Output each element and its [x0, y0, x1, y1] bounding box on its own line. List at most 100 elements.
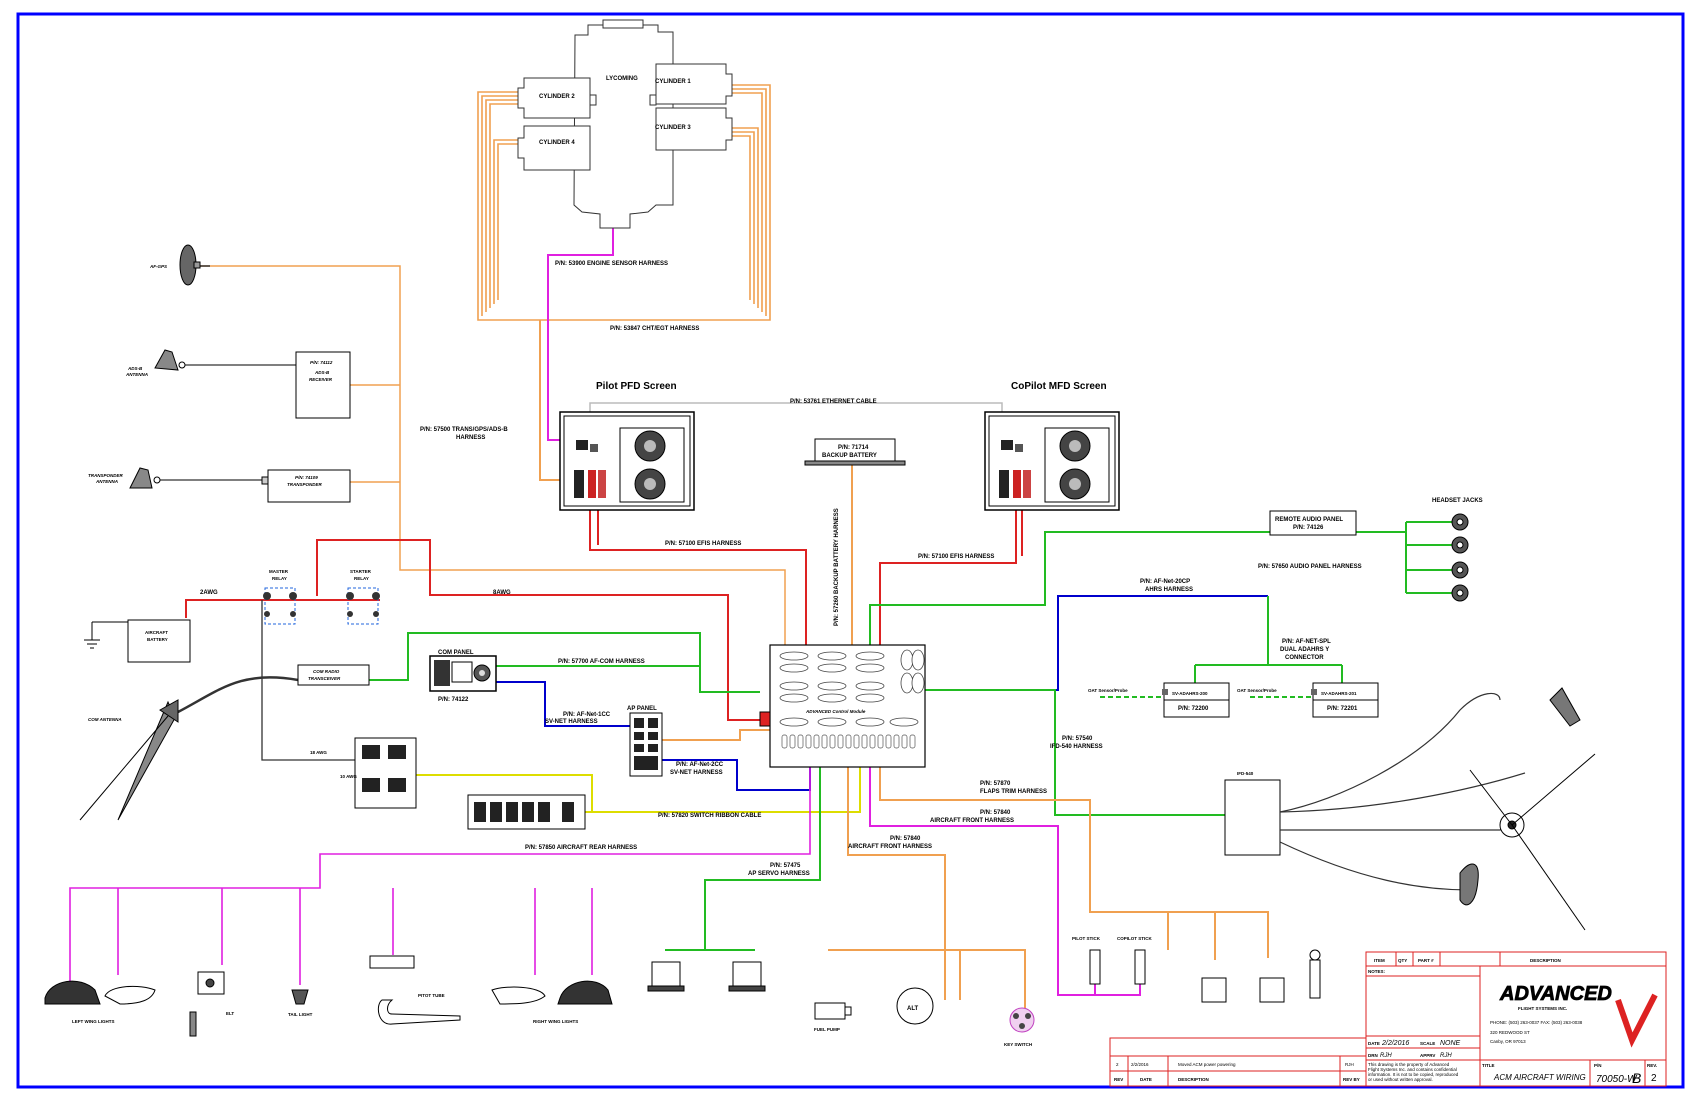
2awg-label: 2AWG	[200, 590, 218, 596]
dual-adahrs-label-1: P/N: AF-NET-SPL	[1282, 639, 1331, 645]
master-relay-icon	[263, 587, 297, 625]
engine	[517, 19, 733, 229]
tb-rev-num: 2	[1651, 1073, 1657, 1084]
cht-egt-harness-label: P/N: 53847 CHT/EGT HARNESS	[610, 326, 699, 332]
pitot-tube-label: PITOT TUBE	[418, 993, 445, 998]
ap-servo-label-2: AP SERVO HARNESS	[748, 871, 810, 877]
18awg-label: 18 AWG	[310, 750, 327, 755]
company-phone: PHONE: (503) 263-0037 FAX: (503) 263-003…	[1490, 1020, 1583, 1025]
trim-servo-icons	[1201, 949, 1321, 1003]
master-relay-label-2: RELAY	[272, 576, 287, 581]
rev-hdr-by: REV BY	[1343, 1077, 1360, 1082]
tb-title: ACM AIRCRAFT WIRING	[1493, 1073, 1586, 1082]
com-radio-label-2: TRANSCEIVER	[308, 676, 341, 681]
flaps-trim-label-1: P/N: 57870	[980, 781, 1011, 787]
8awg-label: 8AWG	[493, 590, 511, 596]
com-panel	[429, 655, 497, 692]
ahrs-harness-label-1: P/N: AF-Net-20CP	[1140, 579, 1190, 585]
tb-qty: QTY	[1398, 958, 1407, 963]
cylinder-2-shape	[517, 77, 591, 119]
tb-description: DESCRIPTION	[1530, 958, 1561, 963]
wires	[69, 84, 1455, 1008]
ap-panel-label: AP PANEL	[627, 706, 657, 712]
adsb-antenna-label-1: ADS-B	[127, 366, 143, 371]
com-panel-pn: P/N: 74122	[438, 697, 469, 703]
rev-row-desc: Moved ACM power powering	[1178, 1062, 1236, 1067]
tail-light-label: TAIL LIGHT	[288, 1012, 313, 1017]
audio-panel-wire	[869, 531, 1403, 655]
ap-servo-icons	[647, 961, 766, 992]
adsb-receiver-label-2: RECEIVER	[309, 377, 333, 382]
engine-top	[602, 19, 644, 29]
acm-label: ADVANCED Control Module	[805, 709, 866, 714]
adsb-antenna-icon	[154, 349, 186, 371]
tb-rev-label: REV.	[1647, 1063, 1657, 1068]
headset-jacks-label: HEADSET JACKS	[1432, 498, 1483, 504]
tb-item: ITEM	[1374, 958, 1385, 963]
engine-label: LYCOMING	[606, 76, 638, 82]
relay-bus-wire	[261, 600, 355, 761]
com-antenna-icon	[79, 699, 179, 821]
pfd-label: Pilot PFD Screen	[596, 381, 677, 392]
tail-light-icon	[291, 989, 309, 1005]
tb-scale: NONE	[1440, 1040, 1461, 1047]
ifd-antenna-icons	[1459, 687, 1596, 931]
company-name: ADVANCED	[1499, 983, 1612, 1005]
audio-panel-label: REMOTE AUDIO PANEL	[1275, 517, 1343, 523]
rear-harness-label: P/N: 57850 AIRCRAFT REAR HARNESS	[525, 845, 637, 851]
starter-relay-label-1: STARTER	[350, 569, 372, 574]
ap-panel	[629, 712, 663, 777]
aircraft-battery	[127, 619, 191, 663]
right-wing-light-icons	[491, 980, 613, 1005]
dual-adahrs-label-2: DUAL ADAHRS Y	[1280, 647, 1329, 653]
adahrs-200	[1162, 682, 1230, 718]
remote-audio-panel	[1269, 510, 1357, 536]
key-switch-icon	[1009, 1007, 1035, 1033]
svnet2-label-1: P/N: AF-Net-2CC	[676, 762, 724, 768]
page-border	[16, 12, 1685, 1089]
advanced-control-module	[759, 644, 926, 768]
cylinder-2-label: CYLINDER 2	[539, 94, 575, 100]
tb-apprv: RJH	[1440, 1053, 1452, 1059]
com-radio-label-1: COM RADIO	[313, 669, 340, 674]
battery-label-2: BATTERY	[147, 637, 168, 642]
mfd-label: CoPilot MFD Screen	[1011, 381, 1107, 392]
ethernet-label: P/N: 53761 ETHERNET CABLE	[790, 399, 877, 405]
front-harness-2-label-1: P/N: 57840	[890, 836, 921, 842]
tb-prop-1: This drawing is the property of Advanced	[1368, 1062, 1450, 1067]
pitot-tube-icon	[369, 955, 461, 1025]
tb-pn: 70050-W	[1596, 1074, 1638, 1085]
tb-title-label: TITLE	[1482, 1063, 1495, 1068]
tb-prop-3: information. It is not to be copied, rep…	[1368, 1072, 1459, 1077]
svnet1-label-1: P/N: AF-Net-1CC	[563, 712, 611, 718]
com-radio-wire	[369, 632, 760, 693]
com-ant-wire	[177, 676, 299, 714]
ethernet-wire	[589, 402, 1003, 412]
cylinder-4-label: CYLINDER 4	[539, 140, 575, 146]
audio-harness-label: P/N: 57650 AUDIO PANEL HARNESS	[1258, 564, 1362, 570]
cylinder-3-shape	[655, 107, 733, 151]
efis-right-wire	[879, 510, 1017, 655]
ap-servo-label-1: P/N: 57475	[770, 863, 801, 869]
front-harness-2	[828, 760, 1026, 1008]
oat-probe-1-label: OAT Sensor/Probe	[1088, 688, 1128, 693]
efis-right-harness-label: P/N: 57100 EFIS HARNESS	[918, 554, 994, 560]
pilot-stick-icon	[1089, 949, 1101, 985]
svnet1-label-2: SV-NET HARNESS	[545, 719, 598, 725]
transponder-label: TRANSPONDER	[287, 482, 323, 487]
title-block	[1109, 951, 1667, 1087]
alternator-label: ALT	[907, 1006, 919, 1012]
adahrs-200-label: SV-ADAHRS-200	[1172, 691, 1208, 696]
flaps-trim-wire	[879, 760, 1269, 960]
svnet2-label-2: SV-NET HARNESS	[670, 770, 723, 776]
cylinder-1-label: CYLINDER 1	[655, 79, 691, 85]
10awg-label: 10 AWG	[340, 774, 357, 779]
engine-sensor-wire	[547, 228, 614, 441]
trans-gps-harness-label-2: HARNESS	[456, 435, 485, 441]
rev-hdr-rev: REV	[1114, 1077, 1123, 1082]
fuel-pump-label: FUEL PUMP	[814, 1027, 840, 1032]
adsb-receiver	[295, 351, 351, 419]
tb-rev-letter: B	[1632, 1070, 1641, 1086]
